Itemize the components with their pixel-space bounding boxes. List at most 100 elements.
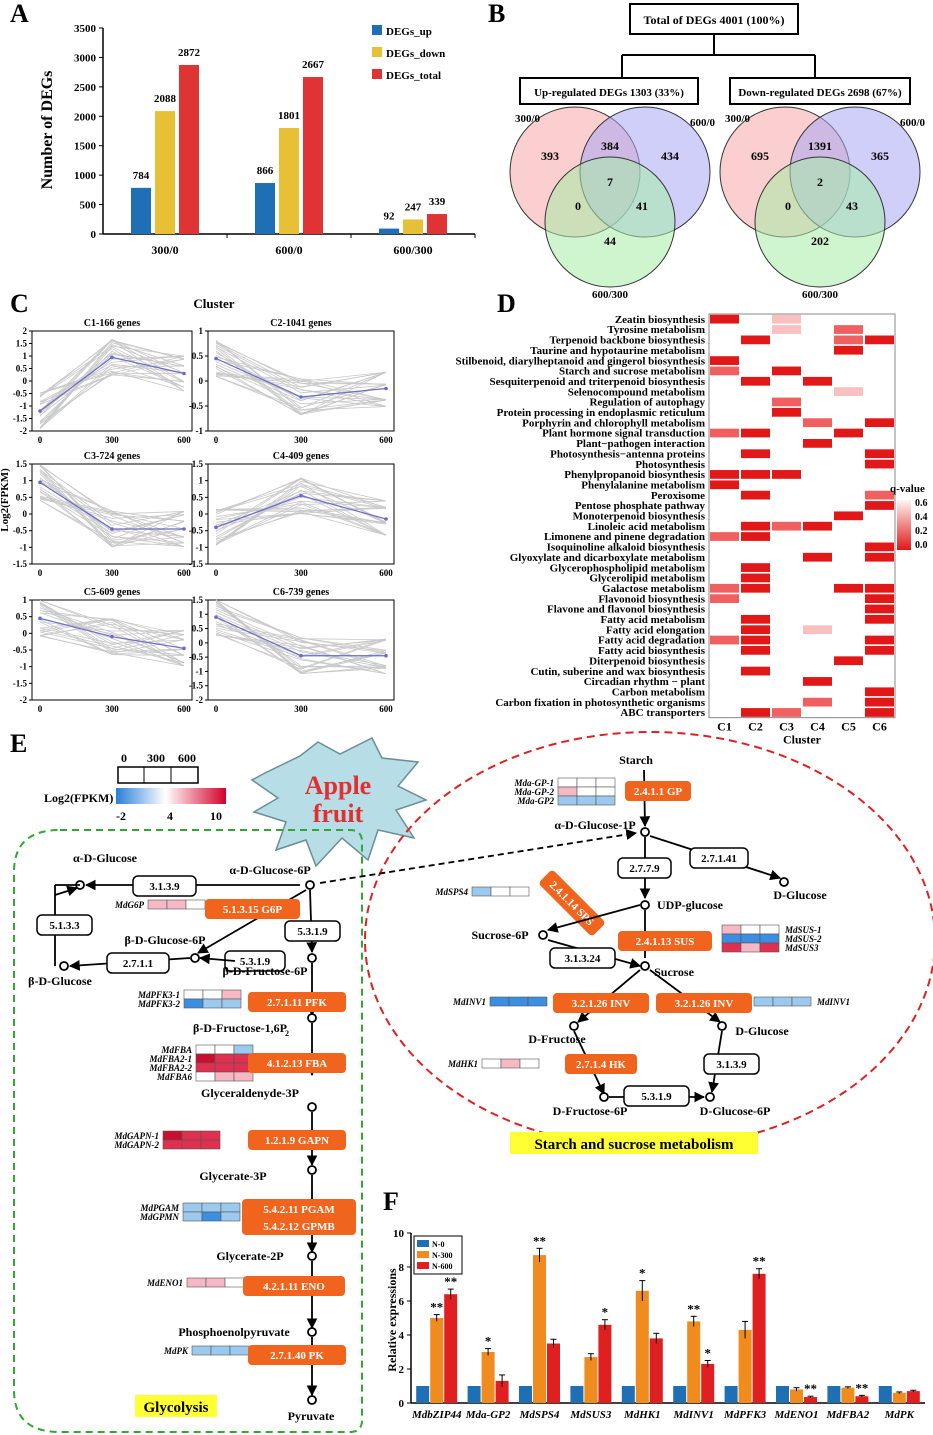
d-legend-tick: 0.2 [915, 526, 928, 537]
f-xtick-label: MdPFK3 [723, 1409, 767, 1421]
glycolysis-label-bg [135, 1395, 217, 1417]
c-ytick-label: 0 [23, 509, 28, 519]
c-ytick-label: -0.5 [13, 526, 28, 536]
e-gene-label: MdFBA6 [156, 1072, 193, 1082]
d-row-label: Isoquinoline alkaloid biosynthesis [547, 542, 706, 554]
f-bar [752, 1273, 766, 1403]
e-gene-label: Mda-GP-1 [514, 778, 555, 788]
f-bar [481, 1352, 495, 1403]
e-metabolite-label: α-D-Glucose-6P [229, 863, 310, 877]
d-cell [772, 407, 801, 417]
d-cell [710, 480, 739, 490]
e-gene-heat-cell [509, 886, 530, 897]
c-ytick-label: -1.5 [189, 559, 204, 569]
c-mean-point [214, 356, 218, 361]
a-bar-label: 784 [133, 170, 150, 182]
e-metabolite-node [307, 1251, 317, 1261]
d-cell [741, 449, 770, 459]
e-gene-heat-cell [186, 1277, 207, 1288]
d-row-label: Monoterpenoid biosynthesis [573, 511, 706, 523]
d-row-label: Flavonoid biosynthesis [598, 593, 705, 605]
c-xtick-label: 0 [214, 704, 219, 714]
venn-count: 44 [604, 234, 616, 248]
f-xtick-label: MdSUS3 [569, 1409, 611, 1421]
e-enzyme-orange-label: 2.4.1.1 GP [634, 786, 683, 798]
e-enzyme-box [703, 1053, 760, 1075]
venn-count: 202 [811, 234, 829, 248]
a-bar-label: 2667 [302, 59, 325, 71]
e-gene-label: MdSUS-2 [784, 934, 822, 944]
f-xtick-label: MdHK1 [623, 1409, 661, 1421]
c-ytick-label: 2 [23, 326, 28, 336]
c-gene-line [215, 634, 387, 666]
d-cell [741, 666, 770, 676]
f-significance: ** [855, 1380, 868, 1395]
d-row-label: Galactose metabolism [602, 583, 705, 595]
d-cell [865, 635, 894, 645]
c-cluster-title: C2-1041 genes [270, 318, 331, 329]
e-gene-heat-cell [772, 996, 793, 1007]
c-cluster-title: C5-609 genes [84, 587, 140, 598]
e-gene-heat-cell [200, 1130, 221, 1141]
e-enzyme-orange-box [242, 1199, 356, 1235]
e-gene-label: MdINV1 [452, 997, 486, 1007]
e-enzyme-box [549, 947, 616, 969]
a-ytick-label: 2500 [74, 82, 97, 94]
e-gene-heat-cell [721, 924, 742, 935]
e-gene-heat-cell [576, 786, 597, 797]
venn-count: 365 [871, 149, 889, 163]
c-ytick-label: -0.5 [13, 389, 28, 399]
up-degs-box [519, 77, 699, 105]
c-mean-point [384, 653, 388, 658]
c-xtick-label: 600 [177, 568, 191, 578]
e-gene-heat-cell [181, 1139, 202, 1150]
e-enzyme-orange-box [618, 931, 712, 951]
e-enzyme-orange-label: 2.7.1.4 HK [576, 1059, 627, 1071]
c-gene-line [215, 372, 387, 407]
c-ytick-label: 0 [199, 638, 204, 648]
c-gene-line [215, 501, 387, 544]
f-significance: ** [753, 1254, 766, 1269]
e-metabolite-node [599, 1092, 609, 1102]
f-bar [416, 1386, 430, 1403]
c-gene-line [215, 489, 387, 540]
c-mean-point [110, 634, 114, 639]
e-metabolite-label: Glycerate-2P [216, 1249, 283, 1263]
a-bar-label: 339 [429, 196, 446, 208]
a-legend-label: DEGs_up [386, 26, 432, 38]
f-bar [878, 1386, 892, 1403]
c-gene-line [215, 509, 387, 524]
venn-count: 434 [661, 149, 679, 163]
c-gene-line [39, 344, 185, 429]
e-metabolite-label: α-D-Glucose-1P [554, 818, 635, 832]
e-enzyme-box [284, 920, 341, 942]
c-gene-line [215, 614, 387, 668]
d-cell [865, 687, 894, 697]
e-gene-heat-cell [205, 1277, 226, 1288]
venn-count: 0 [575, 199, 581, 213]
e-metabolite-label: β-D-Fructose-1,6P [193, 1021, 287, 1035]
a-legend-label: DEGs_down [386, 48, 445, 60]
d-cell [865, 708, 894, 717]
e-gene-label: MdSPS4 [434, 887, 468, 897]
c-xtick-label: 0 [214, 435, 219, 445]
d-cell [741, 646, 770, 655]
panel-a-bar-chart: Number of DEGs 0500100015002000250030003… [39, 23, 476, 257]
c-gene-line [39, 498, 185, 522]
e-gene-label: MdPFK3-1 [137, 990, 180, 1000]
c-gene-line [39, 607, 185, 663]
c-mean-point [384, 386, 388, 391]
c-cluster-frame [31, 599, 193, 701]
c-gene-line [215, 507, 387, 524]
d-cell [865, 594, 894, 603]
f-significance: * [485, 1334, 492, 1349]
c-ytick-label: 1 [23, 595, 28, 605]
a-bar-label: 92 [384, 211, 396, 223]
c-cluster-title: C4-409 genes [273, 451, 329, 462]
c-ytick-label: -1.5 [189, 681, 204, 691]
c-gene-line [215, 599, 387, 672]
a-xtick-label: 300/0 [151, 243, 178, 257]
e-gene-label: MdSUS3 [784, 943, 819, 953]
c-ytick-label: 1.5 [192, 459, 204, 469]
d-row-label: Terpenoid backbone biosynthesis [550, 335, 706, 347]
